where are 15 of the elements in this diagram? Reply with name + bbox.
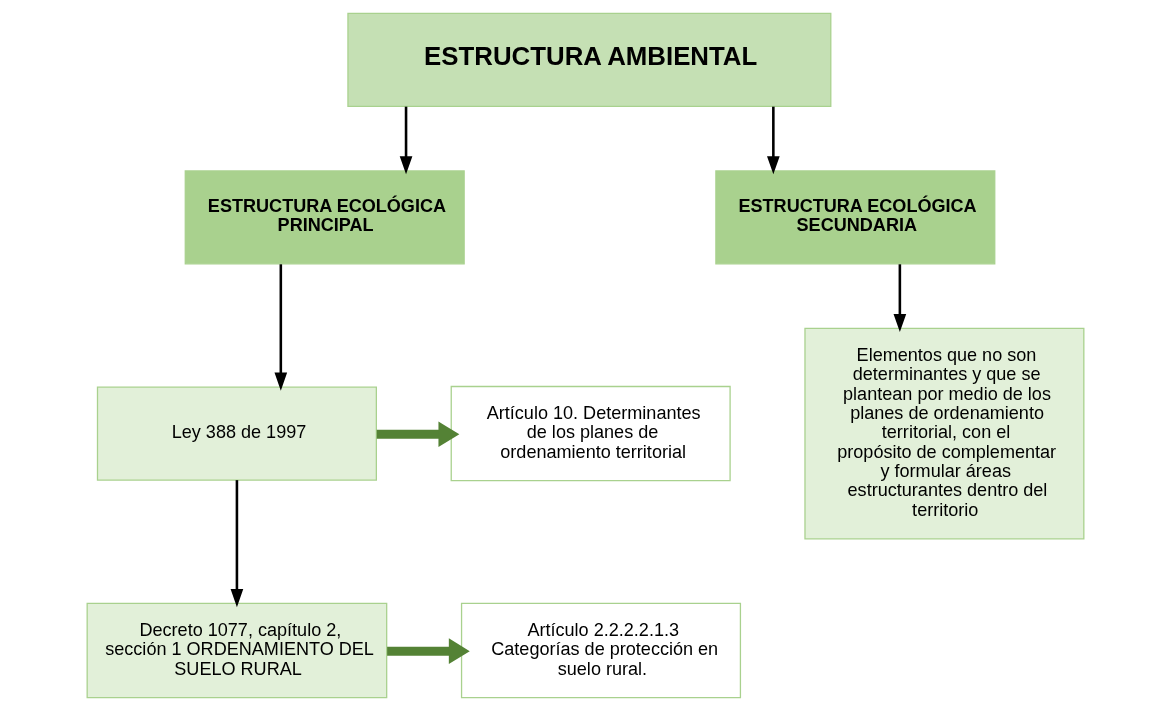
arrow <box>893 264 907 333</box>
arrow <box>399 106 413 175</box>
arrow <box>767 106 780 175</box>
node-box: Decreto 1077, capítulo 2, sección 1 ORDENAMIENTO DEL SUELO RURAL <box>86 602 388 699</box>
arrow <box>387 638 470 664</box>
node-box: Ley 388 de 1997 <box>96 386 377 481</box>
arrow <box>230 480 244 608</box>
node-box: ESTRUCTURA ECOLÓGICA SECUNDARIA <box>715 170 996 265</box>
arrow <box>376 421 460 448</box>
node-box: Elementos que no son determinantes y que se plantean por medio de los planes de ordenamiento territorial, con el propósito de complementar y formular áreas estructurantes dentro del territorio <box>804 327 1085 540</box>
arrow <box>274 264 288 391</box>
node-box: ESTRUCTURA ECOLÓGICA PRINCIPAL <box>184 170 465 265</box>
node-box: Artículo 10. Determinantes de los planes de ordenamiento territorial <box>450 385 731 482</box>
node-box: ESTRUCTURA AMBIENTAL <box>347 12 832 107</box>
node-box: Artículo 2.2.2.2.1.3 Categorías de protección en suelo rural. <box>460 602 742 699</box>
